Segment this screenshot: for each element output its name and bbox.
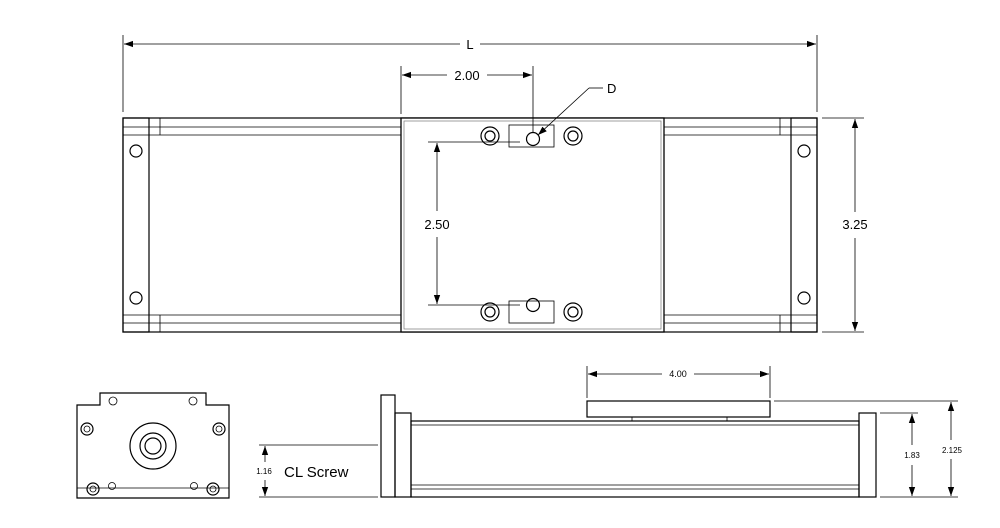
- motor-shaft-bore: [139, 432, 167, 460]
- end-view-hole: [108, 482, 116, 490]
- hole-label-d: D: [607, 81, 616, 96]
- leader-line-d-arrow: [537, 87, 590, 136]
- dimension-label-l: L: [466, 37, 473, 52]
- carriage-plate: [400, 117, 665, 333]
- side-left-end-plate: [380, 394, 396, 498]
- mount-hole-d: [525, 131, 541, 147]
- dimension-label-1-16: 1.16: [256, 467, 272, 476]
- end-view-outline: [76, 392, 230, 499]
- dimension-label-1-83: 1.83: [904, 451, 920, 460]
- counterbore-hole: [563, 302, 583, 322]
- end-plate-hole: [797, 144, 811, 158]
- dimension-label-2-125: 2.125: [942, 446, 963, 455]
- end-view-counterbore: [206, 482, 220, 496]
- dimension-label-2-00: 2.00: [454, 68, 479, 83]
- end-view-hole: [108, 396, 118, 406]
- dimension-label-2-50: 2.50: [424, 217, 449, 232]
- dimension-label-3-25: 3.25: [842, 217, 867, 232]
- end-view: [76, 392, 230, 499]
- side-body: [410, 420, 860, 498]
- end-view-hole: [190, 482, 198, 490]
- end-view-counterbore: [86, 482, 100, 496]
- side-right-end-plate: [858, 412, 877, 498]
- end-plate-hole: [129, 291, 143, 305]
- end-view-hole: [188, 396, 198, 406]
- mount-hole: [525, 297, 541, 313]
- dimension-label-4-00: 4.00: [669, 369, 687, 379]
- carriage-plate-inner: [403, 120, 662, 330]
- side-left-block: [394, 412, 412, 498]
- side-carriage: [586, 400, 771, 418]
- counterbore-hole: [563, 126, 583, 146]
- side-carriage-base: [631, 416, 728, 422]
- carriage-slot-bottom: [508, 300, 555, 324]
- counterbore-hole: [480, 302, 500, 322]
- carriage-slot-top: [508, 124, 555, 148]
- end-plate-hole: [797, 291, 811, 305]
- end-plate-hole: [129, 144, 143, 158]
- side-view: 4.00 1.16 CL Screw 1.83 2.125: [256, 366, 963, 498]
- motor-shaft-boss: [129, 422, 177, 470]
- end-view-counterbore: [80, 422, 94, 436]
- motor-shaft: [144, 437, 162, 455]
- counterbore-hole: [480, 126, 500, 146]
- cl-screw-label: CL Screw: [284, 464, 349, 481]
- top-view: L 2.00 D 2.50 3.25: [122, 35, 868, 333]
- right-end-plate: [790, 117, 818, 333]
- left-end-plate: [122, 117, 150, 333]
- end-view-counterbore: [212, 422, 226, 436]
